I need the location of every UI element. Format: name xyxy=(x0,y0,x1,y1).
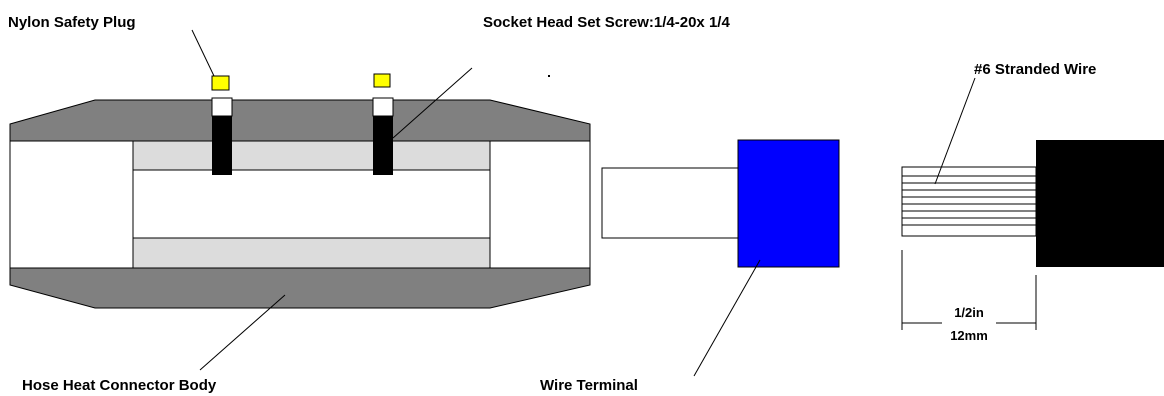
connector-body-top-band xyxy=(9,99,591,142)
set-screw-right-head xyxy=(372,97,394,117)
connector-inner-sleeve-bottom xyxy=(132,237,491,269)
dimension-millimeters: 12mm xyxy=(950,328,988,343)
stranded-wire xyxy=(901,140,1164,267)
stray-dot xyxy=(548,75,550,77)
stranded-wire-conductor xyxy=(901,166,1037,237)
label-set-screw: Socket Head Set Screw:1/4-20x 1/4 xyxy=(483,14,730,31)
wire-terminal-crimp xyxy=(737,139,840,268)
wire-insulation xyxy=(1036,140,1164,267)
dimension-marker: 1/2in 12mm xyxy=(901,250,1037,343)
connector-body xyxy=(9,99,591,309)
leader-connector-body xyxy=(199,294,286,371)
connector-body-bottom-band xyxy=(9,267,591,309)
wire-terminal-barrel xyxy=(601,167,739,239)
set-screw-right-shank xyxy=(373,116,393,175)
leader-safety-plug xyxy=(191,29,215,77)
leader-wire-terminal xyxy=(693,259,761,377)
leader-lines xyxy=(191,29,976,377)
wire-terminal xyxy=(601,139,840,268)
leader-stranded-wire xyxy=(934,77,976,185)
label-nylon-safety-plug: Nylon Safety Plug xyxy=(8,14,136,31)
label-connector-body: Hose Heat Connector Body xyxy=(22,377,217,394)
dimension-inches: 1/2in xyxy=(954,305,984,320)
set-screw-left-shank xyxy=(212,116,232,175)
set-screw-left-head xyxy=(211,97,233,117)
nylon-safety-plug-right xyxy=(373,73,391,88)
wire-strands xyxy=(902,175,1036,226)
nylon-safety-plug-left xyxy=(211,75,230,91)
label-wire-terminal: Wire Terminal xyxy=(540,377,638,394)
label-stranded-wire: #6 Stranded Wire xyxy=(974,61,1096,78)
connector-inner-sleeve-top xyxy=(132,140,491,171)
set-screw-right xyxy=(372,97,394,175)
leader-set-screw xyxy=(392,67,473,139)
set-screw-left xyxy=(211,97,233,175)
